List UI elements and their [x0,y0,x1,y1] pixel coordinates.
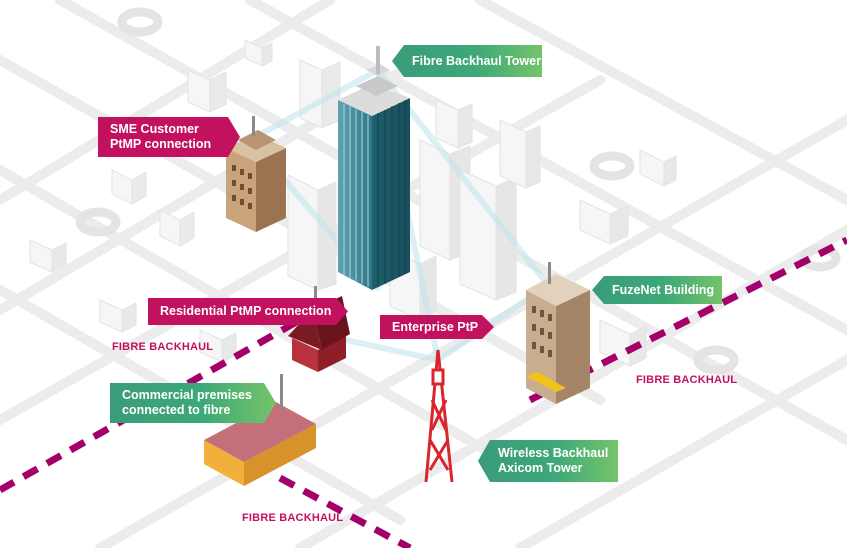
sme-customer-building [226,116,286,232]
commercial-warehouse [204,374,316,486]
callout-fibre-backhaul-tower-label: Fibre Backhaul Tower [412,53,541,68]
fibre-backhaul-label-bottom: FIBRE BACKHAUL [242,512,344,524]
callout-residential-label: Residential PtMP connection [160,304,332,318]
callout-wireless-line2: Axicom Tower [498,461,583,475]
callout-wireless-line1: Wireless Backhaul [498,446,609,460]
wireless-backhaul-tower [424,349,454,483]
fibre-backhaul-skyscraper [338,46,410,290]
callout-commercial-premises: Commercial premises connected to fibre [110,383,276,423]
callout-commercial-line2: connected to fibre [122,403,231,417]
fuzenet-building [526,262,590,404]
callout-enterprise-ptp: Enterprise PtP [380,315,494,339]
fibre-backhaul-label-left: FIBRE BACKHAUL [112,341,214,353]
callout-residential-ptmp: Residential PtMP connection [148,298,348,325]
fibre-backhaul-label-right: FIBRE BACKHAUL [636,374,738,386]
callout-fibre-backhaul-tower: Fibre Backhaul Tower [392,45,542,77]
callout-commercial-line1: Commercial premises [122,388,252,402]
callout-enterprise-label: Enterprise PtP [392,319,479,334]
callout-sme-line1: SME Customer [110,122,199,136]
background-buildings [29,39,677,367]
callout-fuzenet-building: FuzeNet Building [592,276,722,304]
callout-sme-line2: PtMP connection [110,137,212,151]
callout-wireless-backhaul: Wireless Backhaul Axicom Tower [478,440,618,482]
callout-fuzenet-label: FuzeNet Building [612,282,715,297]
callout-sme-customer: SME Customer PtMP connection [98,117,240,157]
